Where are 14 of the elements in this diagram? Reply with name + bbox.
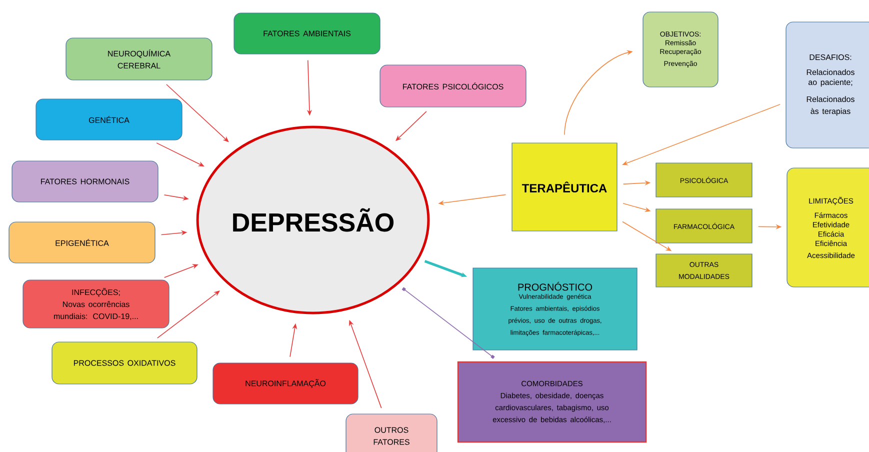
factor-box: PROCESSOS OXIDATIVOS — [52, 342, 198, 384]
factor-box: EPIGENÉTICA — [8, 222, 156, 264]
factor-box: FATORES AMBIENTAIS — [234, 12, 380, 54]
arrow — [156, 290, 220, 338]
factor-box: NEUROINFLAMAÇÃO — [212, 362, 358, 404]
factor-box: NEUROQUÍMICA CEREBRAL — [66, 38, 212, 80]
factor-box: OUTROS FATORES — [346, 414, 438, 452]
factor-box: FATORES PSICOLÓGICOS — [380, 64, 526, 108]
factor-box: GENÉTICA — [36, 98, 182, 140]
factor-box: INFECÇÕES; Novas ocorrências mundiais: COVID-19,... — [22, 280, 170, 328]
connector-line — [402, 287, 495, 359]
challenges-box: DESAFIOS: Relacionados ao paciente; Relacionados às terapias — [786, 22, 869, 148]
therapy-box: TERAPÊUTICA — [512, 142, 618, 232]
factor-box: FATORES HORMONAIS — [12, 160, 158, 202]
